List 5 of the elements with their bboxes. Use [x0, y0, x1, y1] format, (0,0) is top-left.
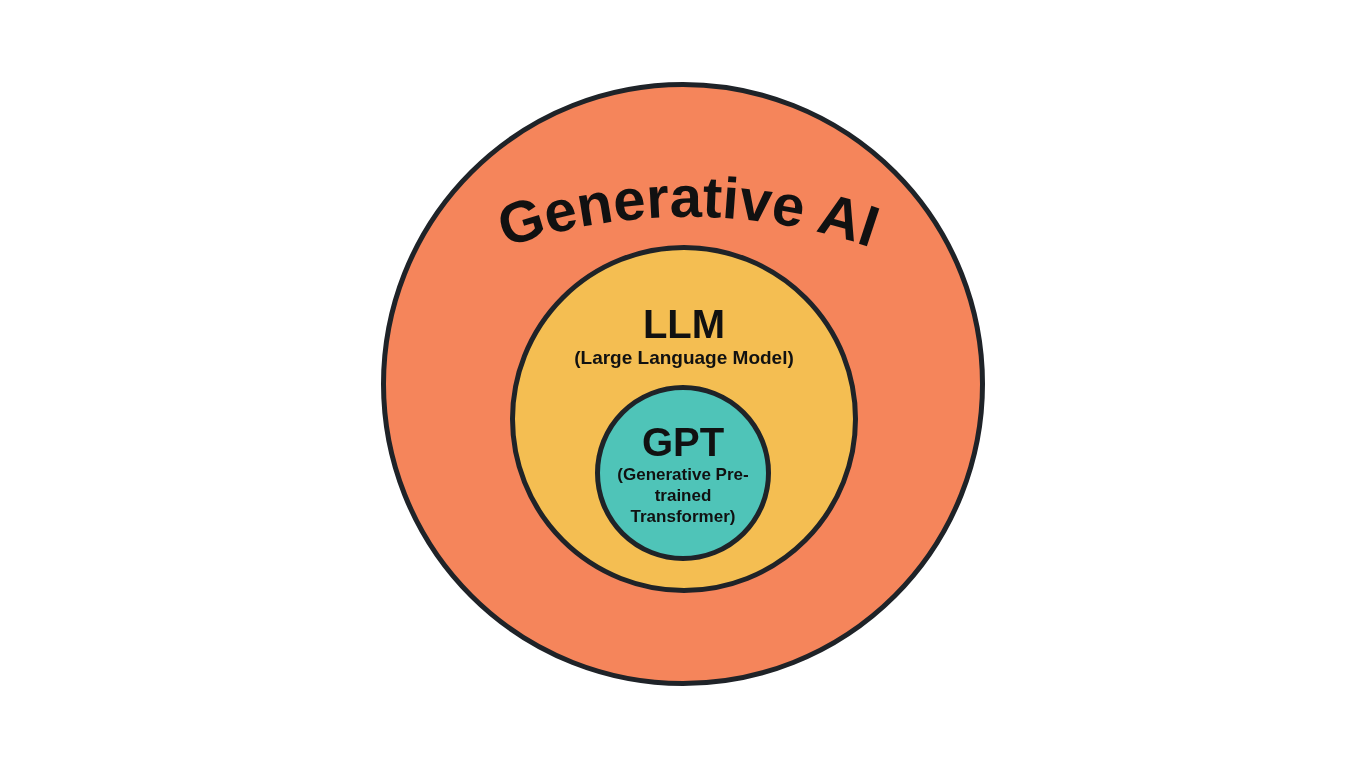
circle-title: LLM	[642, 302, 726, 346]
circle-subtitle: (Generative Pre-trained Transformer)	[616, 464, 750, 527]
circle-title: Generative AI	[490, 163, 888, 259]
circle-title: GPT	[641, 420, 725, 464]
circle-subtitle: (Large Language Model)	[574, 346, 794, 370]
